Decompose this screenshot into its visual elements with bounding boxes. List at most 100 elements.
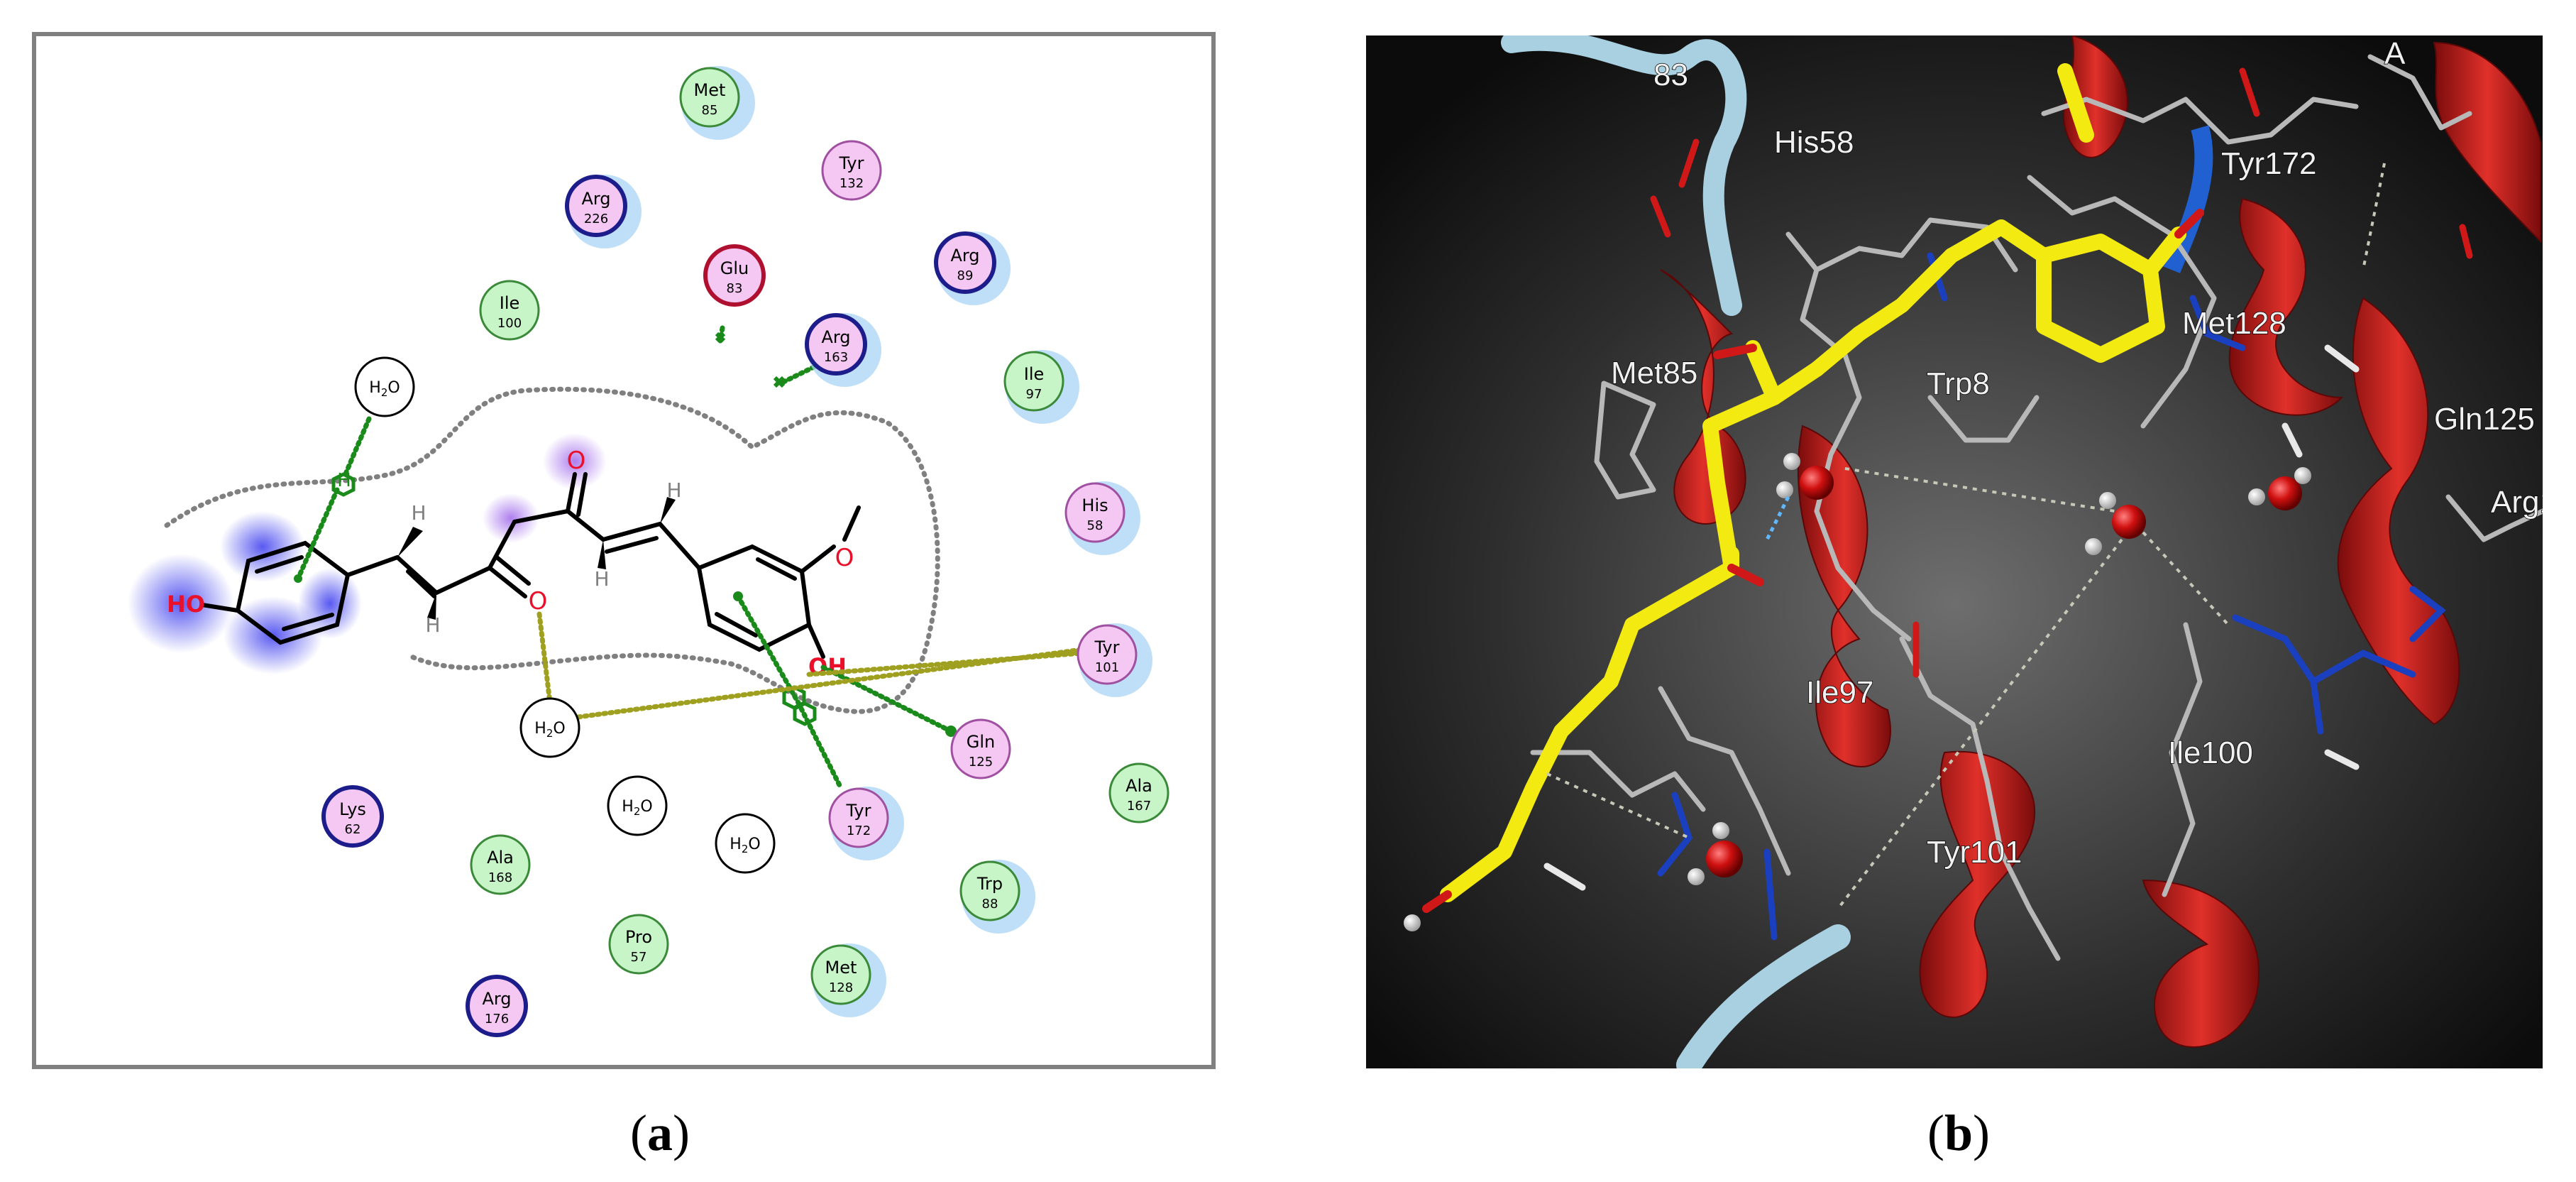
residue-gln-125: Gln125 [950, 718, 1011, 779]
residue-pro-57: Pro 57 [608, 914, 669, 975]
residue-number: 128 [829, 980, 853, 995]
residue-number: 101 [1095, 660, 1119, 675]
residue-name: Tyr [846, 801, 871, 821]
residue-label-3d: A [2384, 36, 2406, 71]
curcumin-ligand [200, 472, 861, 659]
residue-number: 132 [840, 176, 864, 191]
residue-number: 58 [1087, 518, 1103, 533]
alpha-helices [1660, 35, 2541, 1048]
residue-tyr-132: Tyr 132 [821, 140, 882, 201]
residue-tyr-172: Tyr 172 [828, 787, 904, 860]
residue-label-3d: His58 [1774, 125, 1854, 160]
coil-ribbon [1676, 924, 1851, 1068]
ligand-oxygens [1422, 209, 2204, 913]
residue-name: Ile [500, 293, 520, 313]
residue-layer: Met85Tyr132Arg226Glu83Arg89Ile100Arg163I… [321, 66, 1169, 1037]
residue-met-128: Met128 [810, 943, 886, 1017]
residue-name: His [1081, 496, 1108, 515]
residue-name: Pro [625, 927, 652, 947]
residue-label-3d: Ile100 [2168, 735, 2253, 770]
solvent-exposure-glow [543, 433, 607, 490]
residue-number: 163 [824, 350, 848, 365]
hydroxyl-label: HO [167, 591, 205, 618]
residue-arg-176: Arg 176 [466, 975, 528, 1037]
residue-number: 168 [488, 870, 512, 885]
water-molecule: H2O [519, 697, 580, 758]
residue-number: 83 [727, 281, 743, 296]
residue-name: Arg [581, 189, 610, 209]
residue-trp-88: Trp 88 [959, 860, 1035, 934]
residue-lys-62: Lys 62 [321, 785, 384, 848]
hydrogen-label: H [411, 501, 426, 525]
residue-ile-100: Ile 100 [479, 280, 540, 341]
water-molecule: H2O [715, 813, 776, 874]
water-bridges [536, 611, 1085, 720]
hydrogen-label: H [666, 478, 681, 502]
residue-number: 62 [345, 822, 361, 837]
water-layer: H2O H2O H2O H2O [354, 356, 776, 874]
hydrogen-label: H [594, 567, 609, 591]
hydrogen-bonds [295, 325, 954, 791]
residue-label-3d: Tyr172 [2221, 146, 2317, 181]
residue-label-3d: Arg1 [2491, 485, 2557, 520]
residue-label-3d: Ile97 [1806, 675, 1873, 710]
residue-number: 89 [957, 268, 974, 283]
residue-label-3d: Met85 [1611, 356, 1697, 390]
residue-name: Ala [1125, 776, 1152, 796]
residue-number: 97 [1026, 387, 1042, 402]
water-molecules-3d [1404, 453, 2311, 931]
residue-name: Arg [482, 989, 511, 1009]
stereo-wedge [660, 497, 676, 524]
caption-a: (a) [630, 1105, 690, 1161]
residue-ala-167: Ala 167 [1108, 762, 1169, 823]
residue-number: 176 [485, 1012, 509, 1027]
hbond-dashes-3d [1546, 163, 2386, 910]
residue-glu-83: Glu 83 [703, 244, 766, 307]
methoxy-oxygen-label: O [835, 544, 854, 572]
water-molecule: H2O [354, 356, 415, 417]
residue-met-85: Met 85 [679, 66, 755, 140]
residue-name: Arg [821, 327, 850, 347]
residue-number: 88 [982, 897, 998, 912]
residue-number: 85 [702, 103, 718, 118]
residue-label-3d: Gln125 [2434, 402, 2535, 437]
residue-ile-97: Ile 97 [1003, 350, 1079, 424]
residue-name: Lys [339, 799, 366, 819]
panel-a-interaction-diagram: HO OH O O O H H H H H [32, 32, 1216, 1069]
stereo-wedge [397, 527, 423, 557]
residue-number: 172 [847, 823, 871, 838]
residue-number: 226 [584, 212, 608, 226]
residue-label-3d: 83 [1653, 58, 1688, 92]
ligand-3d-yellow [1440, 63, 2186, 902]
interaction-endpoints [294, 332, 957, 737]
residue-number: 167 [1127, 799, 1151, 814]
residue-name: Ile [1024, 364, 1045, 384]
residue-name: Gln [967, 732, 995, 752]
carbonyl-oxygen-label: O [529, 587, 548, 615]
residue-name: Tyr [1094, 637, 1120, 657]
residue-name: Ala [487, 848, 514, 868]
residue-name: Met [694, 80, 726, 100]
residue-label-3d: Tyr101 [1927, 835, 2022, 870]
stereo-wedge [598, 540, 606, 569]
residue-name: Arg [950, 246, 979, 266]
residue-label-3d: Trp8 [1927, 366, 1990, 401]
binding-pocket-outline [164, 386, 940, 714]
residue-name: Glu [720, 258, 749, 278]
residue-number: 100 [497, 316, 522, 331]
water-molecule: H2O [607, 775, 668, 836]
residue-name: Trp [976, 874, 1003, 894]
residue-label-3d: Met128 [2182, 306, 2286, 341]
residue-ala-168: Ala 168 [470, 834, 531, 895]
residue-number: 57 [631, 950, 647, 965]
caption-b: (b) [1927, 1105, 1990, 1161]
residue-his-58: His 58 [1064, 481, 1140, 555]
residue-arg-226: Arg 226 [565, 175, 642, 248]
residue-name: Tyr [839, 153, 864, 173]
coil-ribbon [1501, 35, 1747, 316]
residue-arg-163: Arg 163 [805, 313, 881, 387]
solvent-exposure-glow [128, 554, 234, 653]
residue-arg-89: Arg 89 [934, 231, 1011, 305]
